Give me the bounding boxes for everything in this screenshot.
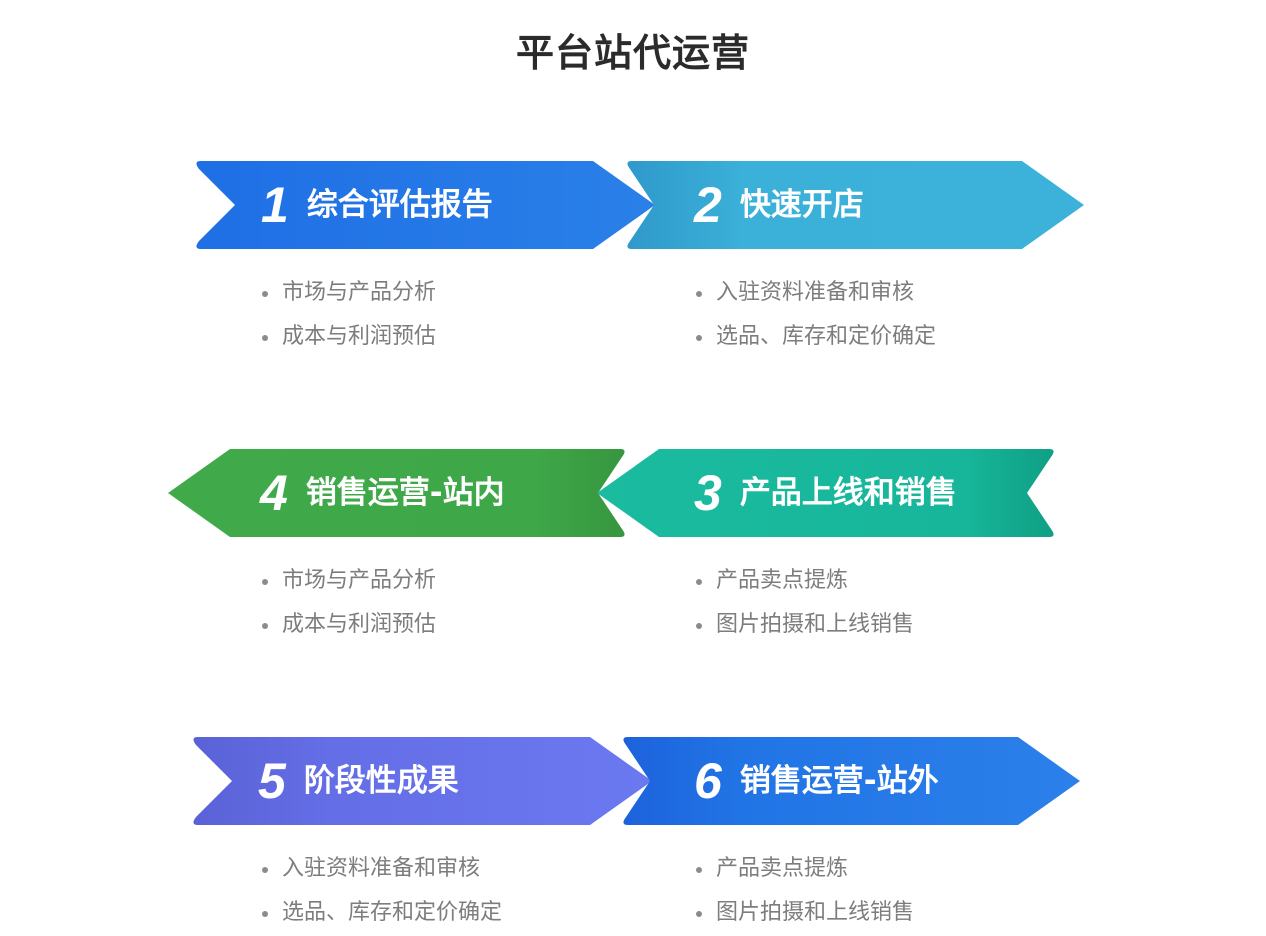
list-item: 成本与利润预估 [262, 315, 436, 359]
step-1-arrow: 1 综合评估报告 [193, 161, 655, 249]
step-3-bullets: 产品卖点提炼 图片拍摄和上线销售 [696, 559, 914, 647]
step-2-title: 快速开店 [739, 186, 864, 223]
step-6-arrow: 6 销售运营-站外 [620, 737, 1080, 825]
step-3-arrow: 3 产品上线和销售 [597, 449, 1057, 537]
step-4-number: 4 [260, 465, 288, 521]
step-5-title: 阶段性成果 [303, 762, 459, 799]
list-item: 产品卖点提炼 [696, 847, 914, 891]
list-item: 市场与产品分析 [262, 271, 436, 315]
list-item: 选品、库存和定价确定 [696, 315, 936, 359]
step-1-number: 1 [261, 177, 289, 233]
list-item: 入驻资料准备和审核 [696, 271, 936, 315]
step-3-title: 产品上线和销售 [739, 474, 957, 511]
arrow-shape [193, 737, 652, 825]
step-6-title: 销售运营-站外 [739, 762, 939, 799]
arrow-shape [196, 161, 655, 249]
list-item: 市场与产品分析 [262, 559, 436, 603]
list-item: 产品卖点提炼 [696, 559, 914, 603]
step-2-bullets: 入驻资料准备和审核 选品、库存和定价确定 [696, 271, 936, 359]
step-4-bullets: 市场与产品分析 成本与利润预估 [262, 559, 436, 647]
step-2-arrow: 2 快速开店 [624, 161, 1084, 249]
step-2-number: 2 [694, 177, 722, 233]
step-6-number: 6 [694, 753, 722, 809]
step-4-arrow: 4 销售运营-站内 [168, 449, 628, 537]
page-title: 平台站代运营 [515, 31, 750, 75]
list-item: 选品、库存和定价确定 [262, 891, 502, 935]
step-4-title: 销售运营-站内 [305, 474, 505, 511]
list-item: 成本与利润预估 [262, 603, 436, 647]
list-item: 图片拍摄和上线销售 [696, 891, 914, 935]
step-5-bullets: 入驻资料准备和审核 选品、库存和定价确定 [262, 847, 502, 935]
step-1-title: 综合评估报告 [306, 186, 493, 223]
arrow-shape [627, 161, 1084, 249]
step-6-bullets: 产品卖点提炼 图片拍摄和上线销售 [696, 847, 914, 935]
arrow-shape [168, 449, 625, 537]
arrow-shape [623, 737, 1080, 825]
step-5-number: 5 [258, 753, 286, 809]
step-5-arrow: 5 阶段性成果 [190, 737, 652, 825]
step-1-bullets: 市场与产品分析 成本与利润预估 [262, 271, 436, 359]
list-item: 入驻资料准备和审核 [262, 847, 502, 891]
arrow-shape [597, 449, 1054, 537]
list-item: 图片拍摄和上线销售 [696, 603, 914, 647]
step-3-number: 3 [694, 465, 722, 521]
